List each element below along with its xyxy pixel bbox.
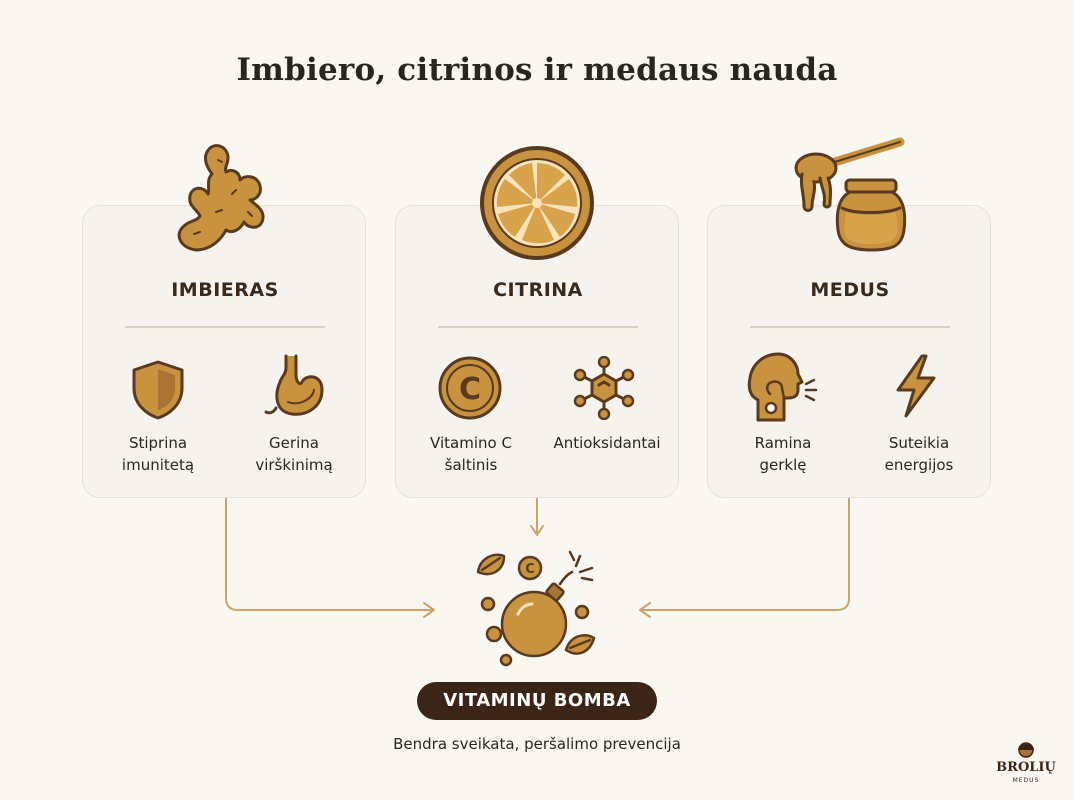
vitamin-bomb-icon: C: [476, 550, 596, 667]
connector-left: [225, 497, 433, 611]
card-title-imbieras: IMBIERAS: [171, 279, 279, 301]
benefit-label-throat: Ramina gerklę: [754, 434, 812, 474]
page-title: Imbiero, citrinos ir medaus nauda: [236, 52, 838, 88]
result-subtitle: Bendra sveikata, peršalimo prevencija: [393, 735, 681, 753]
brand-logo-subtext: MEDUS: [1012, 777, 1040, 784]
throat-icon: [747, 352, 818, 422]
honey-jar-icon: [794, 137, 907, 252]
benefit-label-antioxidants: Antioksidantai: [553, 434, 661, 452]
arrowhead-left: [423, 602, 435, 618]
lightning-icon: [896, 354, 936, 418]
card-medus: MEDUS Ramina gerklę Suteikia energijos: [707, 205, 991, 498]
molecule-icon: [573, 356, 635, 420]
arrowhead-right: [639, 602, 651, 618]
card-title-citrina: CITRINA: [493, 279, 583, 301]
arrowhead-middle: [530, 525, 544, 536]
ginger-root-icon: [177, 144, 265, 252]
benefit-label-vitamin-c: Vitamino C šaltinis: [430, 434, 512, 474]
card-divider: [438, 326, 638, 328]
svg-text:C: C: [525, 562, 535, 577]
card-title-medus: MEDUS: [810, 279, 890, 301]
connector-right: [641, 497, 850, 611]
svg-text:C: C: [459, 372, 481, 407]
lemon-slice-icon: [480, 146, 594, 260]
benefit-label-immunity: Stiprina imunitetą: [121, 434, 195, 474]
benefit-label-energy: Suteikia energijos: [884, 434, 954, 474]
brand-logo-icon: [1018, 742, 1034, 758]
benefit-label-digestion: Gerina virškinimą: [255, 434, 333, 474]
result-pill: VITAMINŲ BOMBA: [417, 682, 657, 720]
vitamin-c-icon: C: [438, 356, 502, 420]
brand-logo-text: BROLIŲ: [996, 760, 1056, 775]
shield-icon: [132, 360, 184, 420]
stomach-icon: [264, 354, 324, 416]
card-imbieras: IMBIERAS Stiprina imunitetą Gerina viršk…: [82, 205, 366, 498]
card-divider: [125, 326, 325, 328]
card-divider: [750, 326, 950, 328]
